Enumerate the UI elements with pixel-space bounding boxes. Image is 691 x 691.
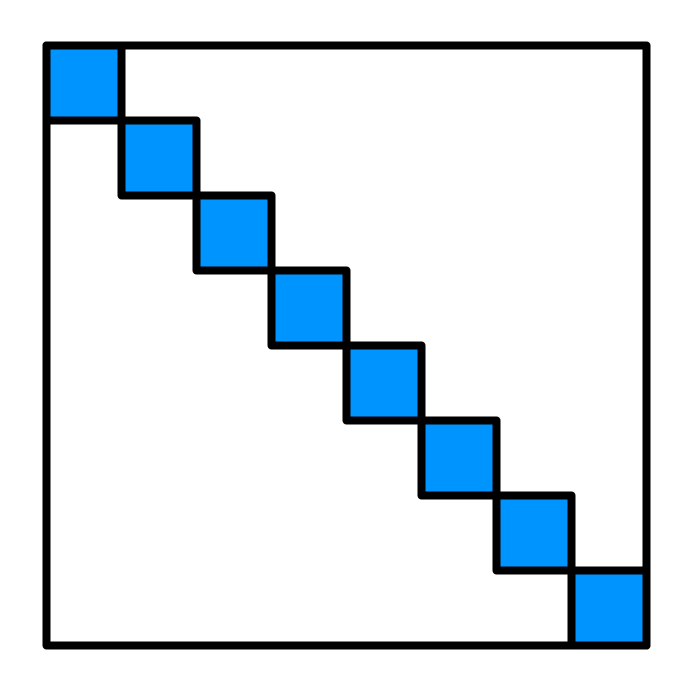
filled-cell-2 bbox=[117, 116, 201, 200]
filled-cell-5 bbox=[342, 341, 426, 425]
filled-cell-4 bbox=[267, 266, 351, 350]
filled-cell-3 bbox=[192, 191, 276, 275]
outer-square-frame bbox=[42, 41, 651, 650]
filled-cell-8 bbox=[567, 566, 651, 650]
filled-cell-1 bbox=[42, 41, 126, 125]
filled-cell-6 bbox=[417, 416, 501, 500]
filled-cell-7 bbox=[492, 491, 576, 575]
diagonal-cells-group bbox=[42, 41, 651, 650]
